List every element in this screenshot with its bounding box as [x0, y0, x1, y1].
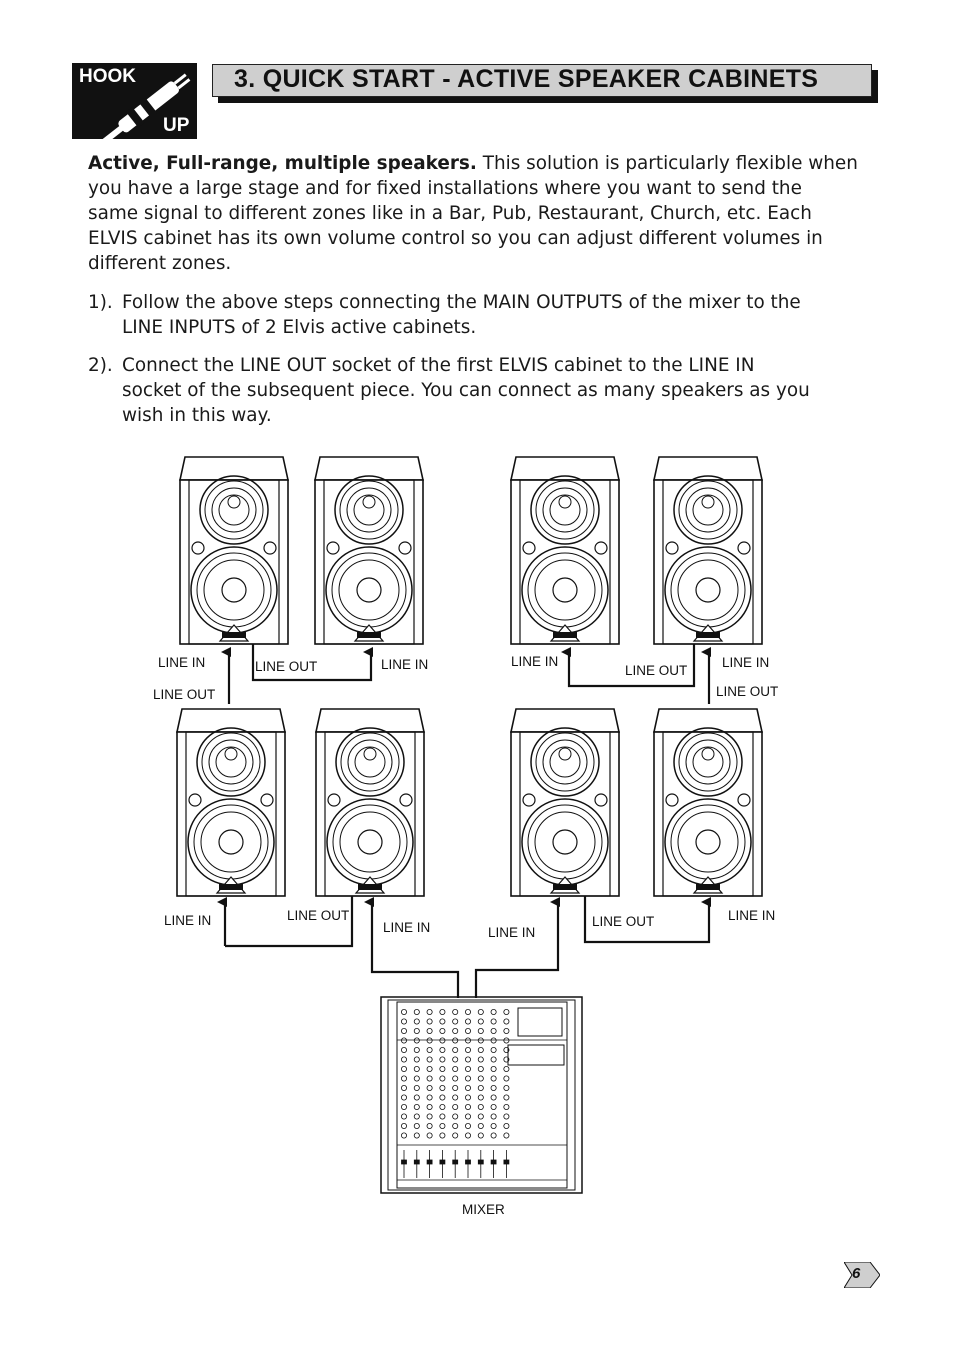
- speaker-top-3: [510, 456, 620, 645]
- label-line-out: LINE OUT: [255, 659, 318, 674]
- step-1-line-2: LINE INPUTS of 2 Elvis active cabinets.: [122, 317, 477, 338]
- label-line-in: LINE IN: [383, 920, 431, 935]
- label-line-out: LINE OUT: [716, 684, 779, 699]
- speaker-bottom-3: [510, 708, 620, 897]
- mixer-unit: [380, 996, 583, 1194]
- page-number: 6: [852, 1265, 861, 1282]
- speaker-top-2: [314, 456, 424, 645]
- step-1: 1). Follow the above steps connecting th…: [88, 290, 888, 340]
- label-line-in: LINE IN: [488, 925, 536, 940]
- cables: [217, 644, 711, 998]
- intro-bold-lead: Active, Full-range, multiple speakers.: [88, 153, 477, 174]
- intro-line-5: different zones.: [88, 253, 232, 274]
- speaker-top-1: [179, 456, 289, 645]
- intro-line-2: you have a large stage and for fixed ins…: [88, 178, 802, 199]
- step-2-number: 2).: [88, 355, 113, 376]
- label-line-out: LINE OUT: [153, 687, 216, 702]
- logo-up-text: UP: [163, 115, 190, 136]
- label-mixer: MIXER: [462, 1202, 505, 1217]
- speaker-bottom-2: [315, 708, 425, 897]
- label-line-out: LINE OUT: [592, 914, 655, 929]
- intro-line-4: ELVIS cabinet has its own volume control…: [88, 228, 823, 249]
- label-line-out: LINE OUT: [625, 663, 688, 678]
- speaker-bottom-1: [176, 708, 286, 897]
- step-2-line-3: wish in this way.: [122, 405, 272, 426]
- intro-paragraph: Active, Full-range, multiple speakers. T…: [88, 151, 888, 276]
- hook-up-logo: HOOK UP: [72, 63, 197, 139]
- label-line-in: LINE IN: [164, 913, 212, 928]
- title-bar: 3. QUICK START - ACTIVE SPEAKER CABINETS: [212, 64, 878, 103]
- intro-line-1: This solution is particularly flexible w…: [476, 153, 858, 174]
- speaker-bottom-4: [653, 708, 763, 897]
- step-2-line-2: socket of the subsequent piece. You can …: [122, 380, 810, 401]
- speaker-top-4: [653, 456, 763, 645]
- label-line-in: LINE IN: [722, 655, 770, 670]
- step-1-line-1: Follow the above steps connecting the MA…: [122, 292, 801, 313]
- label-line-out: LINE OUT: [287, 908, 350, 923]
- label-line-in: LINE IN: [158, 655, 206, 670]
- label-line-in: LINE IN: [511, 654, 559, 669]
- intro-line-3: same signal to different zones like in a…: [88, 203, 812, 224]
- logo-hook-text: HOOK: [79, 66, 136, 87]
- step-2-line-1: Connect the LINE OUT socket of the first…: [122, 355, 755, 376]
- page-title: 3. QUICK START - ACTIVE SPEAKER CABINETS: [234, 65, 819, 93]
- label-line-in: LINE IN: [728, 908, 776, 923]
- step-2: 2). Connect the LINE OUT socket of the f…: [88, 353, 888, 428]
- step-1-number: 1).: [88, 292, 113, 313]
- page-number-badge: 6: [844, 1262, 880, 1288]
- label-line-in: LINE IN: [381, 657, 429, 672]
- plug-icon: [94, 73, 191, 139]
